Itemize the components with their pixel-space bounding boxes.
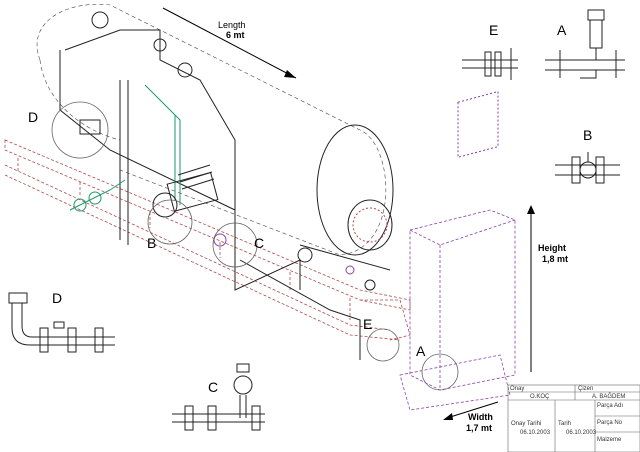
length-value: 6 mt bbox=[226, 30, 245, 40]
height-label: Height bbox=[538, 243, 566, 253]
cizen-label: Çizen bbox=[578, 386, 593, 392]
detail-e-letter: E bbox=[489, 22, 498, 38]
tank bbox=[36, 3, 394, 256]
detail-b-letter: B bbox=[583, 127, 592, 143]
title-block: Onay O.KOÇ Çizen A. BAĞDEM Onay Tarihi 0… bbox=[507, 384, 640, 452]
detail-a: A bbox=[545, 9, 625, 79]
piping bbox=[59, 29, 391, 360]
tarih-value: 06.10.2003 bbox=[566, 430, 597, 436]
detail-d-letter: D bbox=[52, 290, 62, 306]
height-value: 1,8 mt bbox=[542, 254, 568, 264]
malzeme-label: Malzeme bbox=[597, 437, 622, 443]
onay-value: O.KOÇ bbox=[530, 394, 550, 400]
callout-letter-b: B bbox=[147, 235, 156, 251]
width-label: Width bbox=[468, 412, 493, 422]
callout-circles bbox=[51, 101, 459, 391]
parca-adi-label: Parça Adı bbox=[597, 403, 623, 409]
detail-e: E bbox=[462, 22, 518, 80]
length-label: Length bbox=[218, 20, 246, 30]
detail-d: D bbox=[8, 290, 115, 353]
pump-motor bbox=[152, 164, 219, 218]
width-dimension: Width 1,7 mt bbox=[443, 401, 499, 433]
onay-label: Onay bbox=[510, 386, 524, 392]
width-value: 1,7 mt bbox=[466, 423, 492, 433]
base-skid bbox=[4, 139, 411, 341]
callout-letter-c: C bbox=[254, 235, 264, 251]
valves bbox=[79, 11, 376, 291]
detail-c-letter: C bbox=[208, 379, 218, 395]
callout-letter-a: A bbox=[416, 343, 426, 359]
callout-letter-e: E bbox=[363, 316, 372, 332]
control-cabinet bbox=[399, 90, 516, 411]
cizen-value: A. BAĞDEM bbox=[592, 393, 625, 400]
detail-a-letter: A bbox=[557, 22, 567, 38]
callout-letter-d: D bbox=[28, 109, 38, 125]
onay-tarihi-value: 06.10.2003 bbox=[520, 430, 551, 436]
height-dimension: Height 1,8 mt bbox=[527, 205, 568, 372]
length-dimension: Length 6 mt bbox=[162, 7, 297, 79]
tarih-label: Tarih bbox=[558, 421, 571, 427]
detail-b: B bbox=[555, 127, 620, 184]
detail-c: C bbox=[172, 363, 265, 431]
parca-no-label: Parça No bbox=[597, 420, 623, 426]
onay-tarihi-label: Onay Tarihi bbox=[511, 421, 541, 427]
